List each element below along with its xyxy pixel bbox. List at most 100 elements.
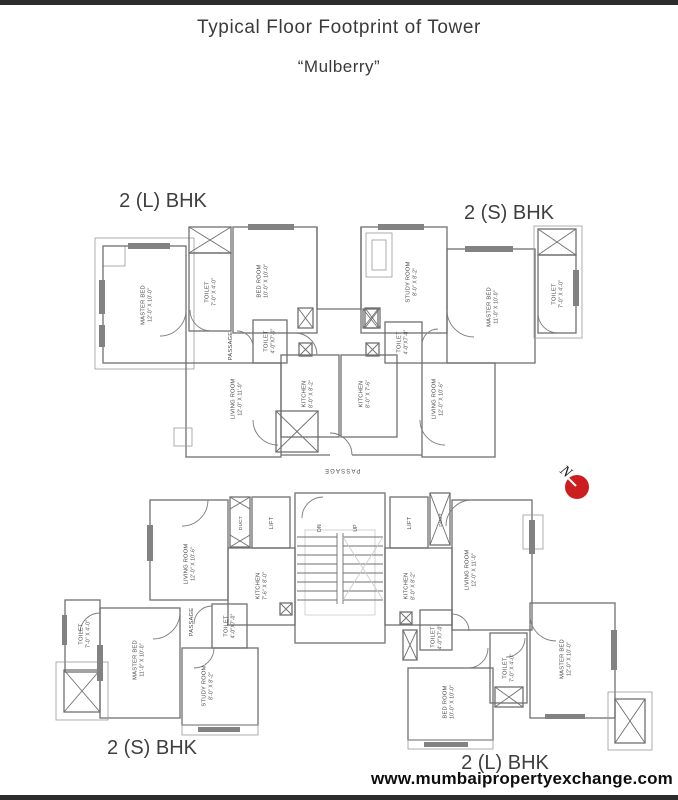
room-label-living: LIVING ROOM 12'-0" X 10'-6" — [432, 379, 445, 420]
lift-left-label: LIFT — [269, 516, 275, 529]
svg-text:11'-0" X 10'-0": 11'-0" X 10'-0" — [140, 643, 146, 676]
stair-lift-core — [227, 492, 453, 644]
svg-text:TOILET: TOILET — [205, 281, 211, 303]
svg-text:LIVING ROOM: LIVING ROOM — [231, 379, 237, 420]
balcony-strip — [407, 739, 494, 750]
svg-text:DN: DN — [317, 524, 323, 532]
watermark: www.mumbaipropertyexchange.com — [371, 769, 673, 788]
labels-top-right: STUDY ROOM 8'-0" X 8'-2" MASTER BED 11'-… — [359, 261, 565, 419]
balcony-frame — [55, 661, 109, 721]
unit-top-right — [340, 224, 583, 458]
unit-type-label-bottom-left: 2 (S) BHK — [107, 737, 198, 759]
svg-text:7'-0" X 4'-0": 7'-0" X 4'-0" — [510, 654, 516, 682]
window-sills — [424, 520, 617, 747]
svg-text:7'-0" X 4'-0": 7'-0" X 4'-0" — [559, 280, 565, 308]
room-label-living: LIVING ROOM 12'-0" X 11'-0" — [231, 379, 244, 420]
room-label-living: LIVING ROOM 12'-0" X 10'-6" — [184, 544, 197, 585]
svg-text:8'-0" X 8'-2": 8'-0" X 8'-2" — [309, 380, 315, 408]
room-kitchen — [340, 354, 398, 438]
room-label-kitchen: KITCHEN 8'-0" X 7'-6" — [359, 380, 372, 408]
room-living — [451, 499, 533, 631]
svg-text:4'-0"X7'-0": 4'-0"X7'-0" — [271, 329, 277, 354]
service-shaft — [275, 410, 319, 453]
svg-text:PASSAGE: PASSAGE — [324, 467, 361, 473]
column-small-right — [399, 611, 413, 625]
svg-text:TOILET: TOILET — [264, 330, 270, 352]
duct-box — [494, 686, 524, 708]
balcony-frame — [94, 237, 195, 370]
svg-text:UP: UP — [353, 524, 359, 532]
room-label-master-bed: MASTER BED 11'-0" X 10'-0" — [133, 640, 146, 680]
unit-bottom-right — [402, 499, 653, 751]
north-compass: N — [556, 462, 589, 499]
svg-text:LIVING ROOM: LIVING ROOM — [465, 550, 471, 591]
staircase — [294, 492, 386, 644]
stair-door-arc — [301, 496, 324, 519]
svg-text:8'-0" X 8'-2": 8'-0" X 8'-2" — [209, 672, 215, 700]
corner-frame-inner — [371, 239, 387, 271]
column-small-left — [279, 602, 293, 616]
labels-top-left: MASTER BED 12'-0" X 10'-0" TOILET 7'-0" … — [141, 264, 315, 419]
room-label-kitchen: KITCHEN 8'-0" X 8'-2" — [404, 572, 417, 600]
room-label-passage: PASSAGE — [189, 608, 195, 637]
duct-left-label: DUCT — [238, 516, 244, 530]
window-sills — [62, 525, 240, 732]
svg-text:KITCHEN: KITCHEN — [404, 573, 410, 600]
svg-text:MASTER BED: MASTER BED — [560, 639, 566, 679]
labels-core: DUCT LIFT DN UP LIFT DUCT — [238, 513, 443, 532]
door-arcs — [159, 309, 318, 446]
corner-column — [102, 245, 126, 267]
column-right — [364, 307, 381, 329]
room-kitchen-right — [384, 547, 453, 626]
room-master-bed — [529, 602, 616, 719]
room-label-toilet-main: TOILET 7'-0" X 4'-0" — [205, 278, 218, 306]
flower-bed-hatch — [614, 698, 646, 744]
stair-treads — [297, 536, 383, 601]
shaft-hatch — [275, 410, 319, 453]
room-label-master-bed: MASTER BED 12'-0" X 10'-0" — [141, 285, 154, 325]
unit-type-label-top-right: 2 (S) BHK — [464, 202, 555, 224]
room-label-study: STUDY ROOM 8'-0" X 8'-2" — [406, 261, 419, 302]
flower-bed — [614, 698, 646, 744]
duct-left — [229, 496, 251, 548]
svg-text:DUCT: DUCT — [238, 516, 244, 530]
svg-text:TOILET: TOILET — [503, 657, 509, 679]
room-living — [421, 362, 496, 458]
room-label-passage: PASSAGE — [228, 332, 234, 361]
room-label-toilet-main: TOILET 7'-0" X 4'-0" — [503, 654, 516, 682]
duct-hatch — [537, 228, 577, 256]
unit-bottom-left — [55, 499, 259, 736]
room-toilet-small — [211, 603, 248, 649]
duct-hatch — [188, 226, 232, 254]
svg-text:8'-0" X 8'-2": 8'-0" X 8'-2" — [413, 268, 419, 296]
room-kitchen-left — [227, 547, 296, 626]
svg-text:TOILET: TOILET — [224, 615, 230, 637]
svg-text:BED ROOM: BED ROOM — [443, 685, 449, 718]
room-toilet-small — [419, 609, 453, 651]
svg-text:8'-0" X 7'-6": 8'-0" X 7'-6" — [366, 380, 372, 408]
svg-text:8'-0" X 8'-2": 8'-0" X 8'-2" — [411, 572, 417, 600]
svg-text:PASSAGE: PASSAGE — [189, 608, 195, 637]
svg-text:DUCT: DUCT — [438, 513, 443, 526]
svg-text:11'-0" X 10'-0": 11'-0" X 10'-0" — [494, 290, 500, 323]
room-label-bed-room: BED ROOM 10'-0" X 10'-0" — [257, 264, 270, 298]
stair-stringer — [336, 533, 344, 604]
svg-text:4'-0"X7'-0": 4'-0"X7'-0" — [404, 330, 410, 355]
passage-label-central: PASSAGE — [324, 467, 361, 473]
flower-bed-hatch — [63, 669, 101, 713]
door-arcs — [79, 499, 215, 669]
svg-text:STUDY ROOM: STUDY ROOM — [406, 261, 412, 302]
door-arcs — [419, 309, 559, 446]
labels-bottom-left: LIVING ROOM 12'-0" X 10'-6" KITCHEN 7'-6… — [79, 544, 269, 707]
svg-text:TOILET: TOILET — [431, 626, 437, 648]
room-label-master-bed: MASTER BED 11'-0" X 10'-0" — [487, 287, 500, 327]
svg-text:LIFT: LIFT — [407, 516, 413, 529]
svg-text:12'-0" X 10'-6": 12'-0" X 10'-6" — [191, 547, 197, 581]
svg-text:STUDY ROOM: STUDY ROOM — [202, 665, 208, 706]
svg-text:TOILET: TOILET — [79, 623, 85, 645]
balcony-frame — [607, 691, 653, 751]
tower-name: “Mulberry” — [297, 57, 381, 76]
room-study — [181, 647, 259, 726]
duct-right — [429, 492, 451, 546]
